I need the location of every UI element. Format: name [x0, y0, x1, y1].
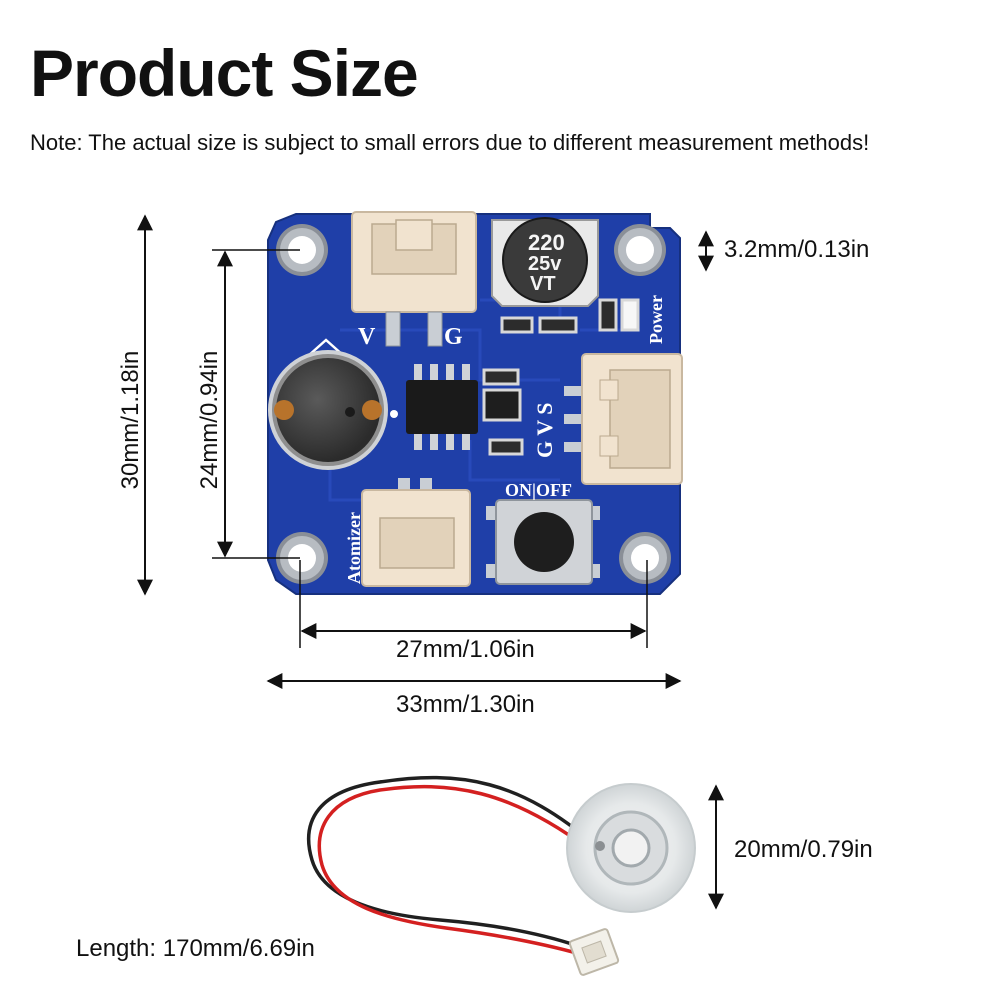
measurement-note: Note: The actual size is subject to smal… — [30, 130, 870, 155]
disc-diameter-label: 20mm/0.79in — [734, 836, 873, 863]
solder-point — [595, 841, 605, 851]
power-led-label: Power — [646, 295, 666, 344]
pin-v-label: V — [358, 324, 376, 350]
onoff-label: ON|OFF — [505, 480, 572, 500]
black-wire — [306, 775, 598, 948]
on-off-switch — [486, 499, 600, 585]
board-width-label: 33mm/1.30in — [396, 691, 535, 718]
board-height-label: 30mm/1.18in — [117, 350, 144, 490]
cable-plug — [568, 928, 620, 976]
smd-components — [482, 298, 640, 456]
signal-connector — [564, 353, 683, 485]
mounting-hole-top-left — [276, 224, 328, 276]
capacitor: 220 25v VT — [491, 217, 599, 307]
hole-spacing-vertical-label: 24mm/0.94in — [196, 350, 223, 490]
atomizer-connector — [361, 478, 471, 587]
capacitor-text-2: 25v — [528, 253, 562, 275]
capacitor-text-3: VT — [530, 273, 556, 295]
mounting-hole-bottom-right — [619, 532, 671, 584]
capacitor-text-1: 220 — [528, 230, 565, 255]
dimension-lines — [137, 214, 724, 910]
power-connector — [351, 211, 477, 347]
inductor — [268, 338, 398, 470]
gvs-label: G V S — [532, 403, 557, 458]
driver-board: V G 220 25v VT Power — [267, 211, 683, 595]
atomizer-disc-assembly — [306, 775, 696, 976]
cable-length-label: Length: 170mm/6.69in — [76, 935, 315, 962]
hole-diameter-label: 3.2mm/0.13in — [724, 236, 870, 263]
atomizer-label: Atomizer — [344, 512, 364, 584]
hole-spacing-horizontal-label: 27mm/1.06in — [396, 636, 535, 663]
red-wire — [317, 784, 592, 956]
mounting-hole-top-right — [614, 224, 666, 276]
ic-chip — [406, 364, 478, 450]
mounting-hole-bottom-left — [276, 532, 328, 584]
page-title: Product Size — [30, 36, 419, 110]
disc-center — [611, 828, 651, 868]
pin-g-label: G — [444, 324, 463, 350]
